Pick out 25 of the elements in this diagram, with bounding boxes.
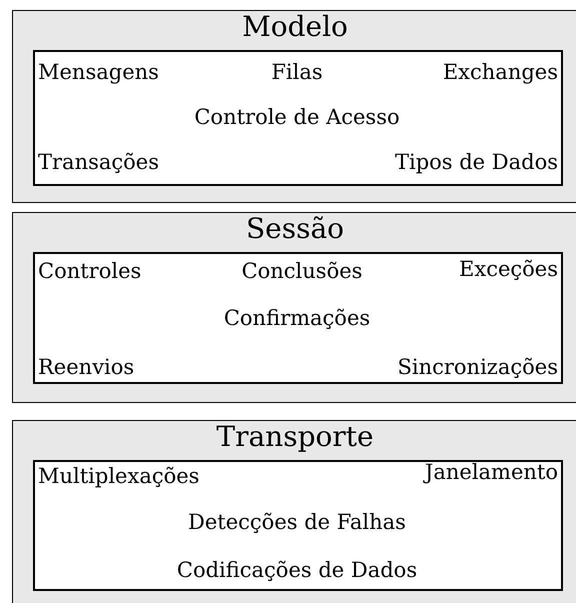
item-label: Janelamento [424, 459, 558, 485]
panel-title: Modelo [241, 12, 349, 42]
content-box [33, 50, 563, 186]
item-label: Controles [38, 258, 142, 284]
item-label: Mensagens [38, 59, 159, 85]
layer-panel [12, 10, 576, 203]
item-label: Confirmações [224, 305, 370, 331]
content-box [33, 252, 563, 384]
item-label: Filas [271, 59, 323, 85]
layer-panel [12, 420, 576, 603]
layer-panel [12, 212, 576, 403]
content-box [33, 460, 563, 591]
item-label: Codificações de Dados [176, 557, 418, 583]
panel-title: Sessão [244, 214, 346, 244]
item-label: Exchanges [442, 59, 558, 85]
item-label: Transações [38, 149, 159, 175]
item-label: Reenvios [38, 354, 134, 380]
item-label: Tipos de Dados [394, 149, 558, 175]
panel-title: Transporte [215, 422, 375, 452]
item-label: Conclusões [242, 258, 362, 284]
item-label: Controle de Acesso [194, 104, 400, 130]
item-label: Detecções de Falhas [188, 509, 406, 535]
item-label: Sincronizações [397, 354, 558, 380]
item-label: Multiplexações [38, 463, 200, 489]
item-label: Exceções [459, 256, 558, 282]
